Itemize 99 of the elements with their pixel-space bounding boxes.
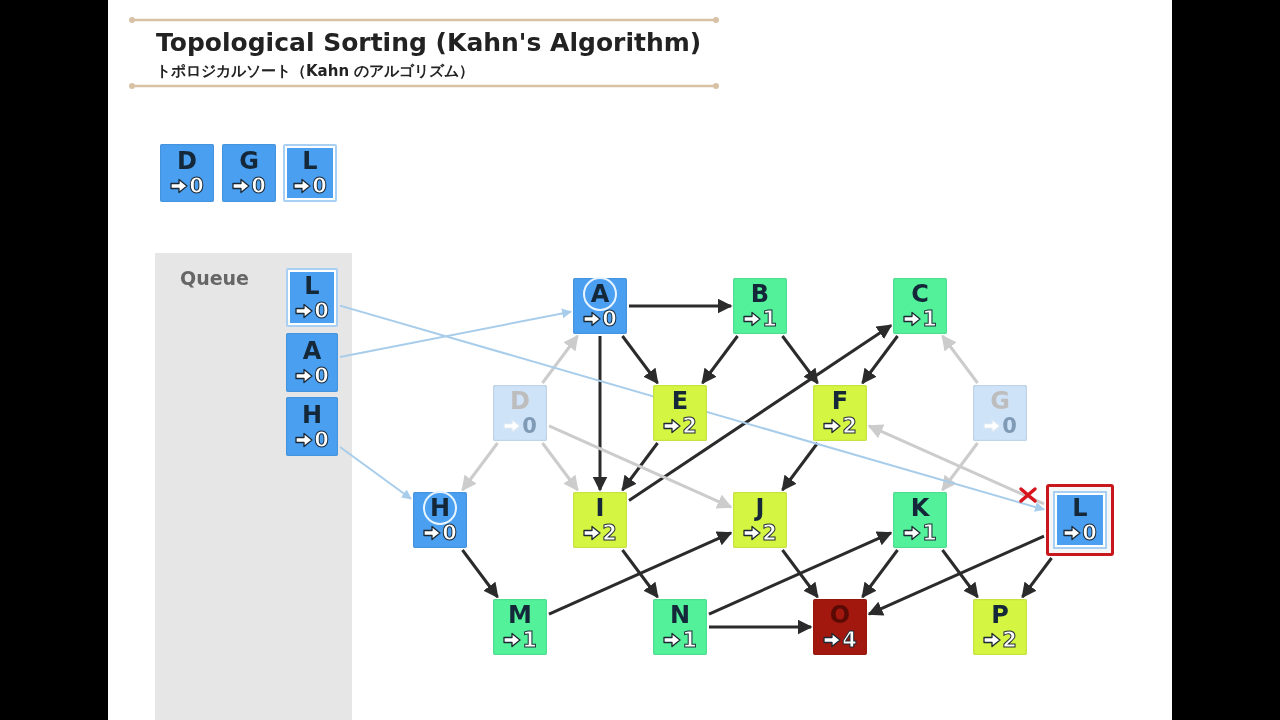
subtitle: トポロジカルソート（Kahn のアルゴリズム）	[156, 62, 475, 81]
indegree-count: 2	[602, 521, 617, 545]
indegree-count: 0	[1002, 414, 1017, 438]
vertex-letter: E	[671, 388, 689, 414]
arrow	[861, 335, 899, 385]
arrow	[621, 442, 659, 492]
arrow	[709, 619, 813, 635]
vertex-box	[973, 385, 1027, 441]
vertex-letter: F	[831, 388, 849, 414]
vertex-letter: P	[991, 602, 1009, 628]
vertex-letter: H	[301, 401, 323, 428]
arrow	[861, 549, 899, 599]
vertex-box	[813, 599, 867, 655]
arrow	[941, 549, 979, 599]
arrow	[461, 442, 499, 492]
arrow	[867, 534, 1045, 616]
vertex-box	[893, 492, 947, 548]
vertex-letter: L	[302, 148, 318, 174]
indegree-count: 2	[762, 521, 777, 545]
vertex-letter: A	[302, 337, 322, 364]
vertex-letter: M	[508, 602, 532, 628]
indegree-count: 0	[312, 174, 327, 198]
indegree-count: 1	[682, 628, 697, 652]
arrow	[541, 334, 579, 384]
vertex-box	[733, 492, 787, 548]
arrow	[629, 298, 733, 314]
vertex-box	[283, 144, 337, 202]
indegree-count: 1	[522, 628, 537, 652]
pointer-line	[339, 445, 412, 500]
vertex-letter: G	[239, 148, 259, 174]
arrow	[621, 549, 659, 599]
pointer-line	[339, 304, 1045, 512]
arrow	[781, 549, 819, 599]
pointer-line	[339, 308, 572, 358]
vertex-letter: L	[1072, 495, 1088, 521]
vertex-letter: J	[755, 495, 765, 521]
arrow	[781, 442, 819, 492]
vertex-letter: C	[911, 281, 929, 307]
vertex-box	[222, 144, 276, 202]
vertex-box	[973, 599, 1027, 655]
arrow	[541, 442, 579, 492]
arrow	[621, 335, 659, 385]
vertex-letter: I	[595, 495, 605, 521]
vertex-letter: D	[177, 148, 197, 174]
indegree-count: 0	[602, 307, 617, 331]
vertex-box	[653, 385, 707, 441]
vertex-box	[1046, 484, 1114, 556]
arrow	[628, 324, 893, 502]
vertex-letter: D	[510, 388, 530, 414]
indegree-count: 2	[842, 414, 857, 438]
title: Topological Sorting (Kahn's Algorithm)	[156, 28, 702, 57]
vertex-letter: N	[669, 602, 691, 628]
vertex-box	[573, 492, 627, 548]
arrow	[1021, 557, 1053, 599]
vertex-box	[493, 599, 547, 655]
indegree-count: 0	[251, 174, 266, 198]
indegree-count: 1	[922, 307, 937, 331]
arrow	[867, 424, 1045, 506]
indegree-count: 0	[442, 521, 457, 545]
vertex-letter: O	[829, 602, 851, 628]
vertex-box	[813, 385, 867, 441]
vertex-box	[733, 278, 787, 334]
vertex-box	[413, 492, 467, 548]
arrow	[548, 531, 733, 616]
indegree-count: 0	[189, 174, 204, 198]
indegree-count: 4	[842, 628, 857, 652]
vertex-box	[286, 268, 338, 327]
vertex-box	[653, 599, 707, 655]
indegree-count: 0	[314, 298, 329, 323]
vertex-box	[493, 385, 547, 441]
arrow	[548, 424, 733, 509]
vertex-box	[286, 397, 338, 456]
indegree-count: 0	[314, 363, 329, 388]
arrow	[708, 531, 893, 616]
indegree-count: 1	[922, 521, 937, 545]
arrow	[592, 336, 608, 492]
arrow	[461, 549, 499, 599]
vertex-letter: B	[750, 281, 770, 307]
arrow	[941, 334, 979, 384]
vertex-letter: L	[304, 272, 320, 299]
vertex-letter: K	[910, 495, 930, 521]
arrow	[941, 442, 979, 492]
vertex-letter: G	[990, 388, 1010, 414]
indegree-count: 0	[522, 414, 537, 438]
vertex-box	[160, 144, 214, 202]
vertex-box	[573, 278, 627, 334]
indegree-count: 0	[314, 427, 329, 452]
indegree-count: 1	[762, 307, 777, 331]
indegree-count: 2	[1002, 628, 1017, 652]
vertex-letter: A	[590, 281, 610, 307]
arrow	[781, 335, 819, 385]
vertex-box	[893, 278, 947, 334]
panel-heading: Queue	[180, 267, 249, 289]
vertex-letter: H	[429, 495, 451, 521]
vertex-box	[286, 333, 338, 392]
indegree-count: 0	[1082, 521, 1097, 545]
queue-panel	[155, 253, 352, 720]
indegree-count: 2	[682, 414, 697, 438]
arrow	[701, 335, 739, 385]
